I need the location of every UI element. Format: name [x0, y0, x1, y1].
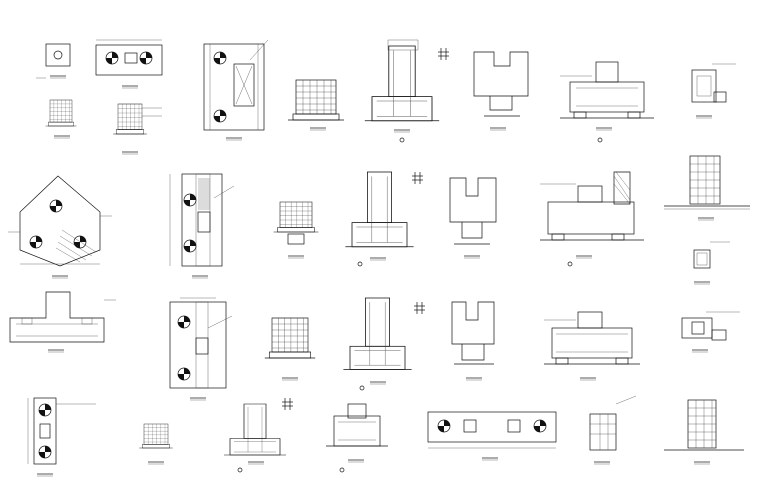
foundation-plan-strip-1	[95, 39, 163, 89]
pedestal-section-5	[326, 403, 388, 473]
detail-b-cage	[112, 103, 162, 155]
column-section-small-1	[691, 63, 736, 119]
pedestal-section-3	[343, 297, 426, 391]
pile-cap-elevation	[9, 291, 116, 353]
cage-section-1	[287, 79, 345, 131]
triangular-pile-cap-plan	[8, 175, 112, 279]
cage-section-4	[138, 423, 174, 465]
foundation-section-2	[540, 171, 644, 267]
cage-section-3	[264, 317, 316, 381]
pedestal-section-4	[223, 397, 294, 473]
pedestal-section-1	[364, 39, 450, 143]
pedestal-section-2	[345, 171, 424, 267]
detail-a-plan	[36, 43, 71, 79]
foundation-section-3	[544, 311, 640, 381]
column-section-small-3	[681, 311, 740, 353]
foundation-plan-strip-2	[427, 411, 557, 461]
pedestal-outline-2	[449, 177, 497, 259]
cage-elevation-tall-2	[664, 399, 744, 465]
pedestal-outline-1	[473, 51, 529, 131]
cage-section-2	[273, 201, 319, 259]
pedestal-outline-3	[451, 301, 495, 381]
column-elevation-2	[169, 173, 235, 279]
column-elevation-3	[169, 297, 233, 401]
column-elevation-1	[203, 39, 269, 141]
column-elevation-4	[27, 397, 96, 477]
cage-elevation-tall-1	[664, 155, 750, 221]
detail-a-cage	[45, 99, 77, 139]
column-section-small-2	[693, 241, 730, 285]
foundation-section-1	[560, 61, 654, 143]
cage-section-5	[589, 395, 637, 465]
